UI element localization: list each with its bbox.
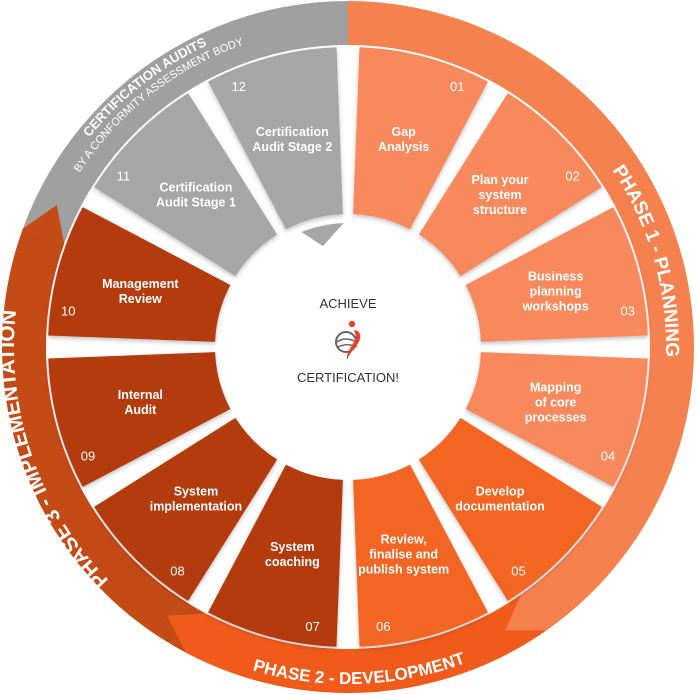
step-segment xyxy=(94,93,278,277)
planning-arrow-head xyxy=(505,594,547,631)
step-segment xyxy=(94,417,278,601)
step-segment xyxy=(208,47,343,230)
step-number: 01 xyxy=(450,79,464,94)
step-number: 07 xyxy=(305,619,319,634)
step-segment xyxy=(353,464,488,647)
step-number: 02 xyxy=(565,169,579,184)
step-segment xyxy=(418,93,602,277)
step-segment xyxy=(418,417,602,601)
step-segment xyxy=(465,352,648,487)
current-step-pointer xyxy=(301,223,344,247)
step-number: 08 xyxy=(170,564,184,579)
step-number: 12 xyxy=(231,79,245,94)
step-segment xyxy=(208,464,343,647)
center-circle xyxy=(230,229,466,465)
implementation-ring-section xyxy=(2,228,207,653)
development-ring-section xyxy=(185,594,547,694)
development-arrow-head xyxy=(166,613,207,653)
implementation-arrow-head xyxy=(22,204,65,244)
step-segment xyxy=(465,207,648,342)
logo-icon xyxy=(335,320,361,360)
planning-ring-section xyxy=(348,0,695,631)
center-message: ACHIEVE CERTIFICATION! xyxy=(297,296,399,385)
step-number: 10 xyxy=(61,304,75,319)
step-segment xyxy=(48,352,231,487)
step-number: 06 xyxy=(376,619,390,634)
step-number: 11 xyxy=(117,169,131,184)
step-number: 03 xyxy=(621,304,635,319)
step-segment xyxy=(353,47,488,230)
step-segment xyxy=(48,207,231,342)
step-number: 04 xyxy=(601,448,615,463)
center-bottom-text: CERTIFICATION! xyxy=(297,370,399,385)
step-number: 05 xyxy=(511,564,525,579)
step-number: 09 xyxy=(81,448,95,463)
center-top-text: ACHIEVE xyxy=(319,296,376,311)
